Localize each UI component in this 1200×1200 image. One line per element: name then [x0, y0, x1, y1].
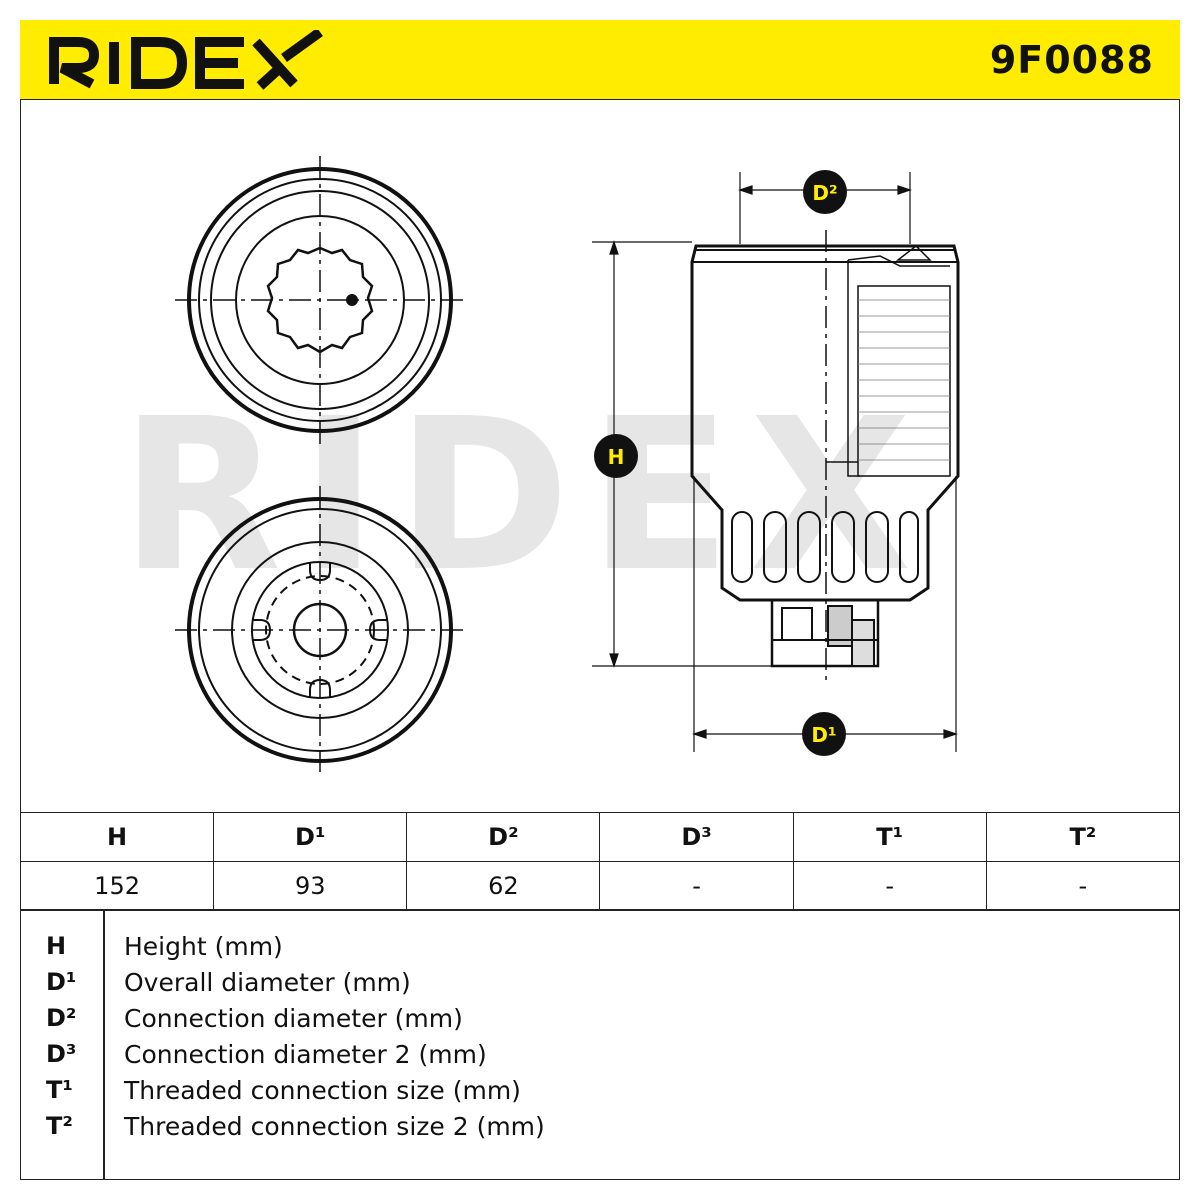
legend-desc: Connection diameter 2 (mm) [124, 1039, 487, 1069]
spec-table-value-row: 152 93 62 - - - [19, 861, 1181, 911]
header-h: H [19, 812, 215, 862]
value-t2: - [985, 861, 1181, 911]
top-view [175, 156, 466, 445]
legend-item: H Height (mm) [20, 928, 283, 964]
value-d3: - [599, 861, 794, 911]
spec-table: H D¹ D² D³ T¹ T² 152 93 62 - - - [19, 812, 1181, 911]
legend-item: T¹ Threaded connection size (mm) [20, 1072, 521, 1108]
header-d1: D¹ [213, 812, 408, 862]
header-d2: D² [406, 812, 601, 862]
badge-d1-label: D¹ [811, 723, 836, 747]
header-t1: T¹ [792, 812, 987, 862]
legend-desc: Height (mm) [124, 931, 283, 961]
header-d3: D³ [599, 812, 794, 862]
part-number: 9F0088 [989, 38, 1154, 82]
spec-table-header-row: H D¹ D² D³ T¹ T² [19, 812, 1181, 862]
legend-item: D² Connection diameter (mm) [20, 1000, 463, 1036]
header-bar: 9F0088 [20, 20, 1180, 100]
badge-d2: D² [803, 170, 847, 214]
legend-item: D³ Connection diameter 2 (mm) [20, 1036, 487, 1072]
bottom-view [175, 486, 466, 772]
legend-divider [103, 910, 105, 1180]
technical-drawing: RIDEX [20, 100, 1180, 812]
value-t1: - [792, 861, 987, 911]
legend-key: T² [46, 1112, 73, 1140]
legend-item: T² Threaded connection size 2 (mm) [20, 1108, 545, 1144]
side-view [690, 230, 960, 680]
legend-desc: Overall diameter (mm) [124, 967, 411, 997]
badge-d1: D¹ [802, 712, 846, 756]
value-d2: 62 [406, 861, 601, 911]
header-t2: T² [985, 812, 1181, 862]
badge-h: H [594, 434, 638, 478]
legend-key: H [46, 932, 67, 960]
value-d1: 93 [213, 861, 408, 911]
badge-d2-label: D² [812, 181, 837, 205]
badge-h-label: H [608, 445, 625, 469]
legend-key: D³ [46, 1040, 77, 1068]
legend-key: T¹ [46, 1076, 73, 1104]
legend: H Height (mm) D¹ Overall diameter (mm) D… [20, 909, 1180, 1180]
value-h: 152 [19, 861, 215, 911]
legend-desc: Threaded connection size (mm) [124, 1075, 521, 1105]
legend-key: D² [46, 1004, 77, 1032]
legend-key: D¹ [46, 968, 77, 996]
legend-item: D¹ Overall diameter (mm) [20, 964, 411, 1000]
ridex-logo [48, 27, 328, 96]
legend-desc: Threaded connection size 2 (mm) [124, 1111, 545, 1141]
legend-desc: Connection diameter (mm) [124, 1003, 463, 1033]
